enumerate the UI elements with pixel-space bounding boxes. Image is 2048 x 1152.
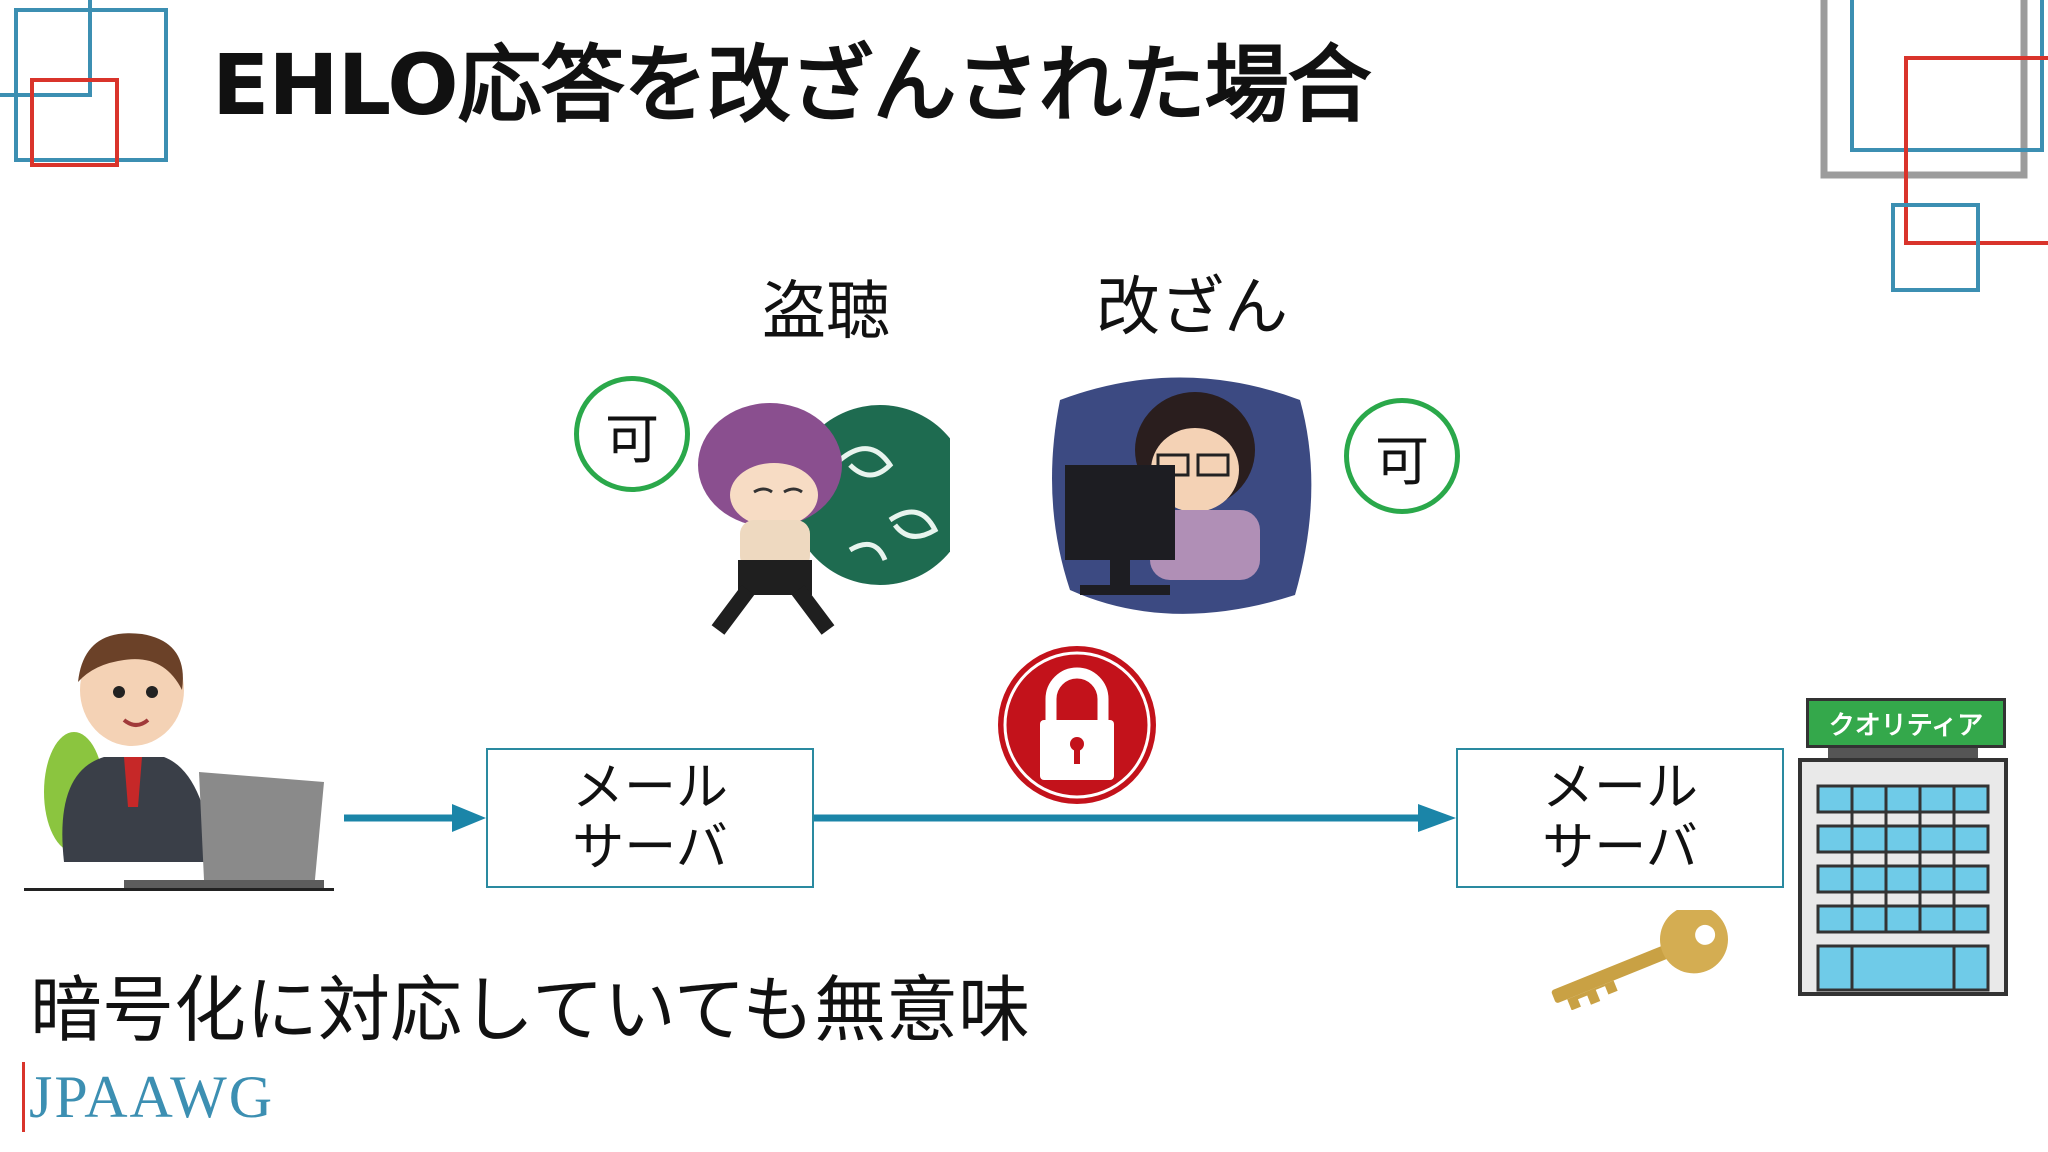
lock-icon — [998, 646, 1156, 804]
left-server-line2: サーバ — [572, 818, 728, 878]
building-icon — [1798, 748, 2008, 996]
tamper-possible-badge: 可 — [1344, 398, 1460, 514]
caption: 暗号化に対応していても無意味 — [30, 968, 1031, 1052]
corner-decoration-left — [0, 0, 168, 167]
arrow-server-to-server — [810, 804, 1456, 832]
right-server-line1: メール — [1541, 758, 1698, 818]
building-sign-text: クオリティア — [1828, 710, 1984, 741]
businessman-laptop-icon — [24, 633, 334, 891]
eavesdrop-possible-badge: 可 — [574, 376, 690, 492]
corner-decoration-right — [1820, 0, 2048, 292]
arrow-user-to-server — [344, 804, 486, 832]
jpaawg-logo: JPAAWG — [22, 1062, 274, 1132]
logo-text: JPAAWG — [22, 1062, 274, 1132]
tamper-label: 改ざん — [1096, 271, 1288, 345]
building-sign: クオリティア — [1806, 698, 2006, 748]
left-mail-server: メール サーバ — [486, 748, 814, 888]
key-icon — [1551, 910, 1728, 1010]
left-server-line1: メール — [571, 758, 728, 818]
hacker-computer-icon — [1052, 377, 1312, 614]
thief-icon — [698, 403, 950, 635]
right-mail-server: メール サーバ — [1456, 748, 1784, 888]
eavesdrop-label: 盗聴 — [762, 275, 890, 349]
right-server-line2: サーバ — [1542, 818, 1698, 878]
slide-title: EHLO応答を改ざんされた場合 — [212, 36, 1372, 134]
